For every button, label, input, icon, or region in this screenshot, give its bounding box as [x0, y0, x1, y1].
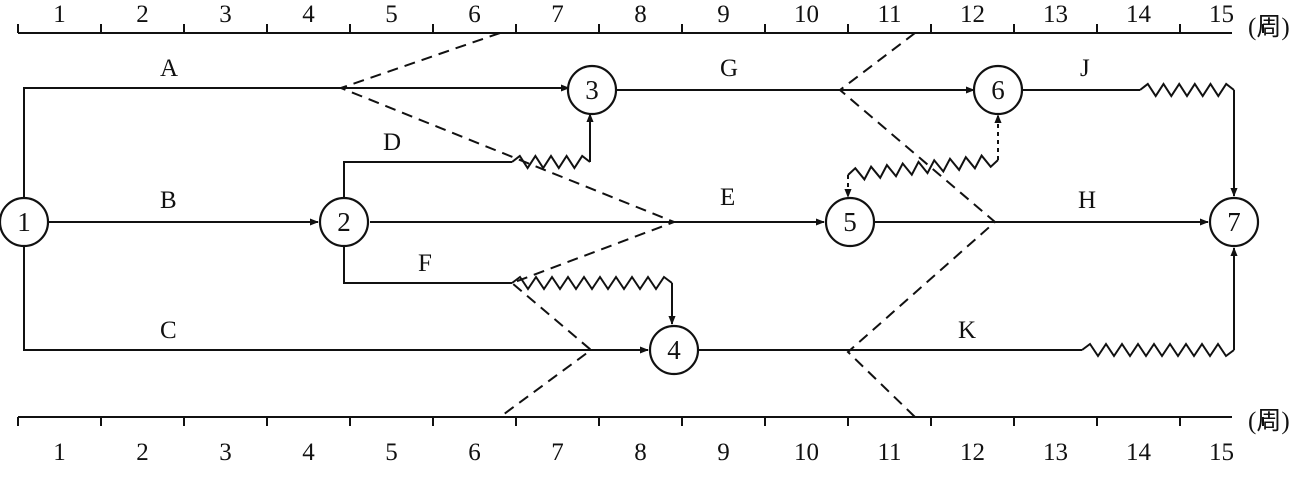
activity-b: B — [48, 187, 319, 226]
activity-label-e: E — [720, 184, 735, 211]
top-scale-week-label: 7 — [551, 1, 564, 28]
svg-text:6: 6 — [991, 75, 1005, 105]
activity-k: K — [698, 247, 1238, 358]
activity-label-j: J — [1080, 55, 1090, 82]
node-3: 3 — [566, 64, 618, 116]
activity-c: C — [23, 246, 649, 354]
activity-label-d: D — [383, 129, 401, 156]
top-scale-week-label: 10 — [794, 1, 819, 28]
top-scale-week-label: 5 — [385, 1, 398, 28]
dummy-activity-5-6 — [844, 114, 1002, 198]
activity-label-f: F — [418, 250, 432, 277]
activity-label-c: C — [160, 317, 177, 344]
activity-j: J — [1022, 55, 1238, 197]
bottom-scale-week-label: 5 — [385, 439, 398, 466]
activity-label-k: K — [958, 317, 976, 344]
node-2: 2 — [318, 196, 370, 248]
node-5: 5 — [824, 196, 876, 248]
svg-text:4: 4 — [667, 335, 681, 365]
svg-text:5: 5 — [843, 207, 857, 237]
top-scale-week-label: 4 — [302, 1, 315, 28]
bottom-scale-week-label: 3 — [219, 439, 232, 466]
svg-text:1: 1 — [17, 207, 31, 237]
node-1: 1 — [0, 196, 50, 248]
activity-d: D — [343, 113, 594, 198]
bottom-scale-week-label: 9 — [717, 439, 730, 466]
bottom-scale-week-label: 4 — [302, 439, 315, 466]
top-scale-week-label: 8 — [634, 1, 647, 28]
activity-h: H — [874, 187, 1209, 226]
activity-f: F — [343, 246, 676, 325]
top-scale-unit: (周) — [1248, 14, 1290, 41]
top-scale-week-label: 11 — [877, 1, 901, 28]
activity-a: A — [23, 55, 570, 198]
top-scale-week-label: 6 — [468, 1, 481, 28]
bottom-scale-unit: (周) — [1248, 408, 1290, 435]
top-scale-week-label: 3 — [219, 1, 232, 28]
bottom-scale-week-label: 6 — [468, 439, 481, 466]
bottom-scale-week-label: 11 — [877, 439, 901, 466]
top-scale-week-label: 2 — [136, 1, 149, 28]
bottom-scale-week-label: 13 — [1043, 439, 1068, 466]
progress-check-line — [338, 32, 677, 418]
bottom-scale-week-label: 15 — [1209, 439, 1234, 466]
node-4: 4 — [648, 324, 700, 376]
top-scale-week-label: 9 — [717, 1, 730, 28]
bottom-scale-week-label: 12 — [960, 439, 985, 466]
node-7: 7 — [1208, 196, 1260, 248]
bottom-scale-week-label: 14 — [1126, 439, 1152, 466]
top-scale-week-label: 1 — [53, 1, 66, 28]
bottom-scale-week-label: 2 — [136, 439, 149, 466]
svg-text:7: 7 — [1227, 207, 1241, 237]
activity-label-g: G — [720, 55, 738, 82]
top-scale-week-label: 13 — [1043, 1, 1068, 28]
activity-g: G — [616, 55, 975, 94]
bottom-scale-week-label: 10 — [794, 439, 819, 466]
activity-label-b: B — [160, 187, 177, 214]
svg-text:3: 3 — [585, 75, 599, 105]
top-scale-week-label: 14 — [1126, 1, 1152, 28]
bottom-scale-week-label: 8 — [634, 439, 647, 466]
bottom-scale-week-label: 1 — [53, 439, 66, 466]
svg-text:2: 2 — [337, 207, 351, 237]
node-6: 6 — [972, 64, 1024, 116]
activity-e: E — [370, 184, 825, 226]
bottom-scale-week-label: 7 — [551, 439, 564, 466]
activity-label-h: H — [1078, 187, 1096, 214]
top-scale-week-label: 15 — [1209, 1, 1234, 28]
activity-label-a: A — [160, 55, 178, 82]
top-scale-week-label: 12 — [960, 1, 985, 28]
